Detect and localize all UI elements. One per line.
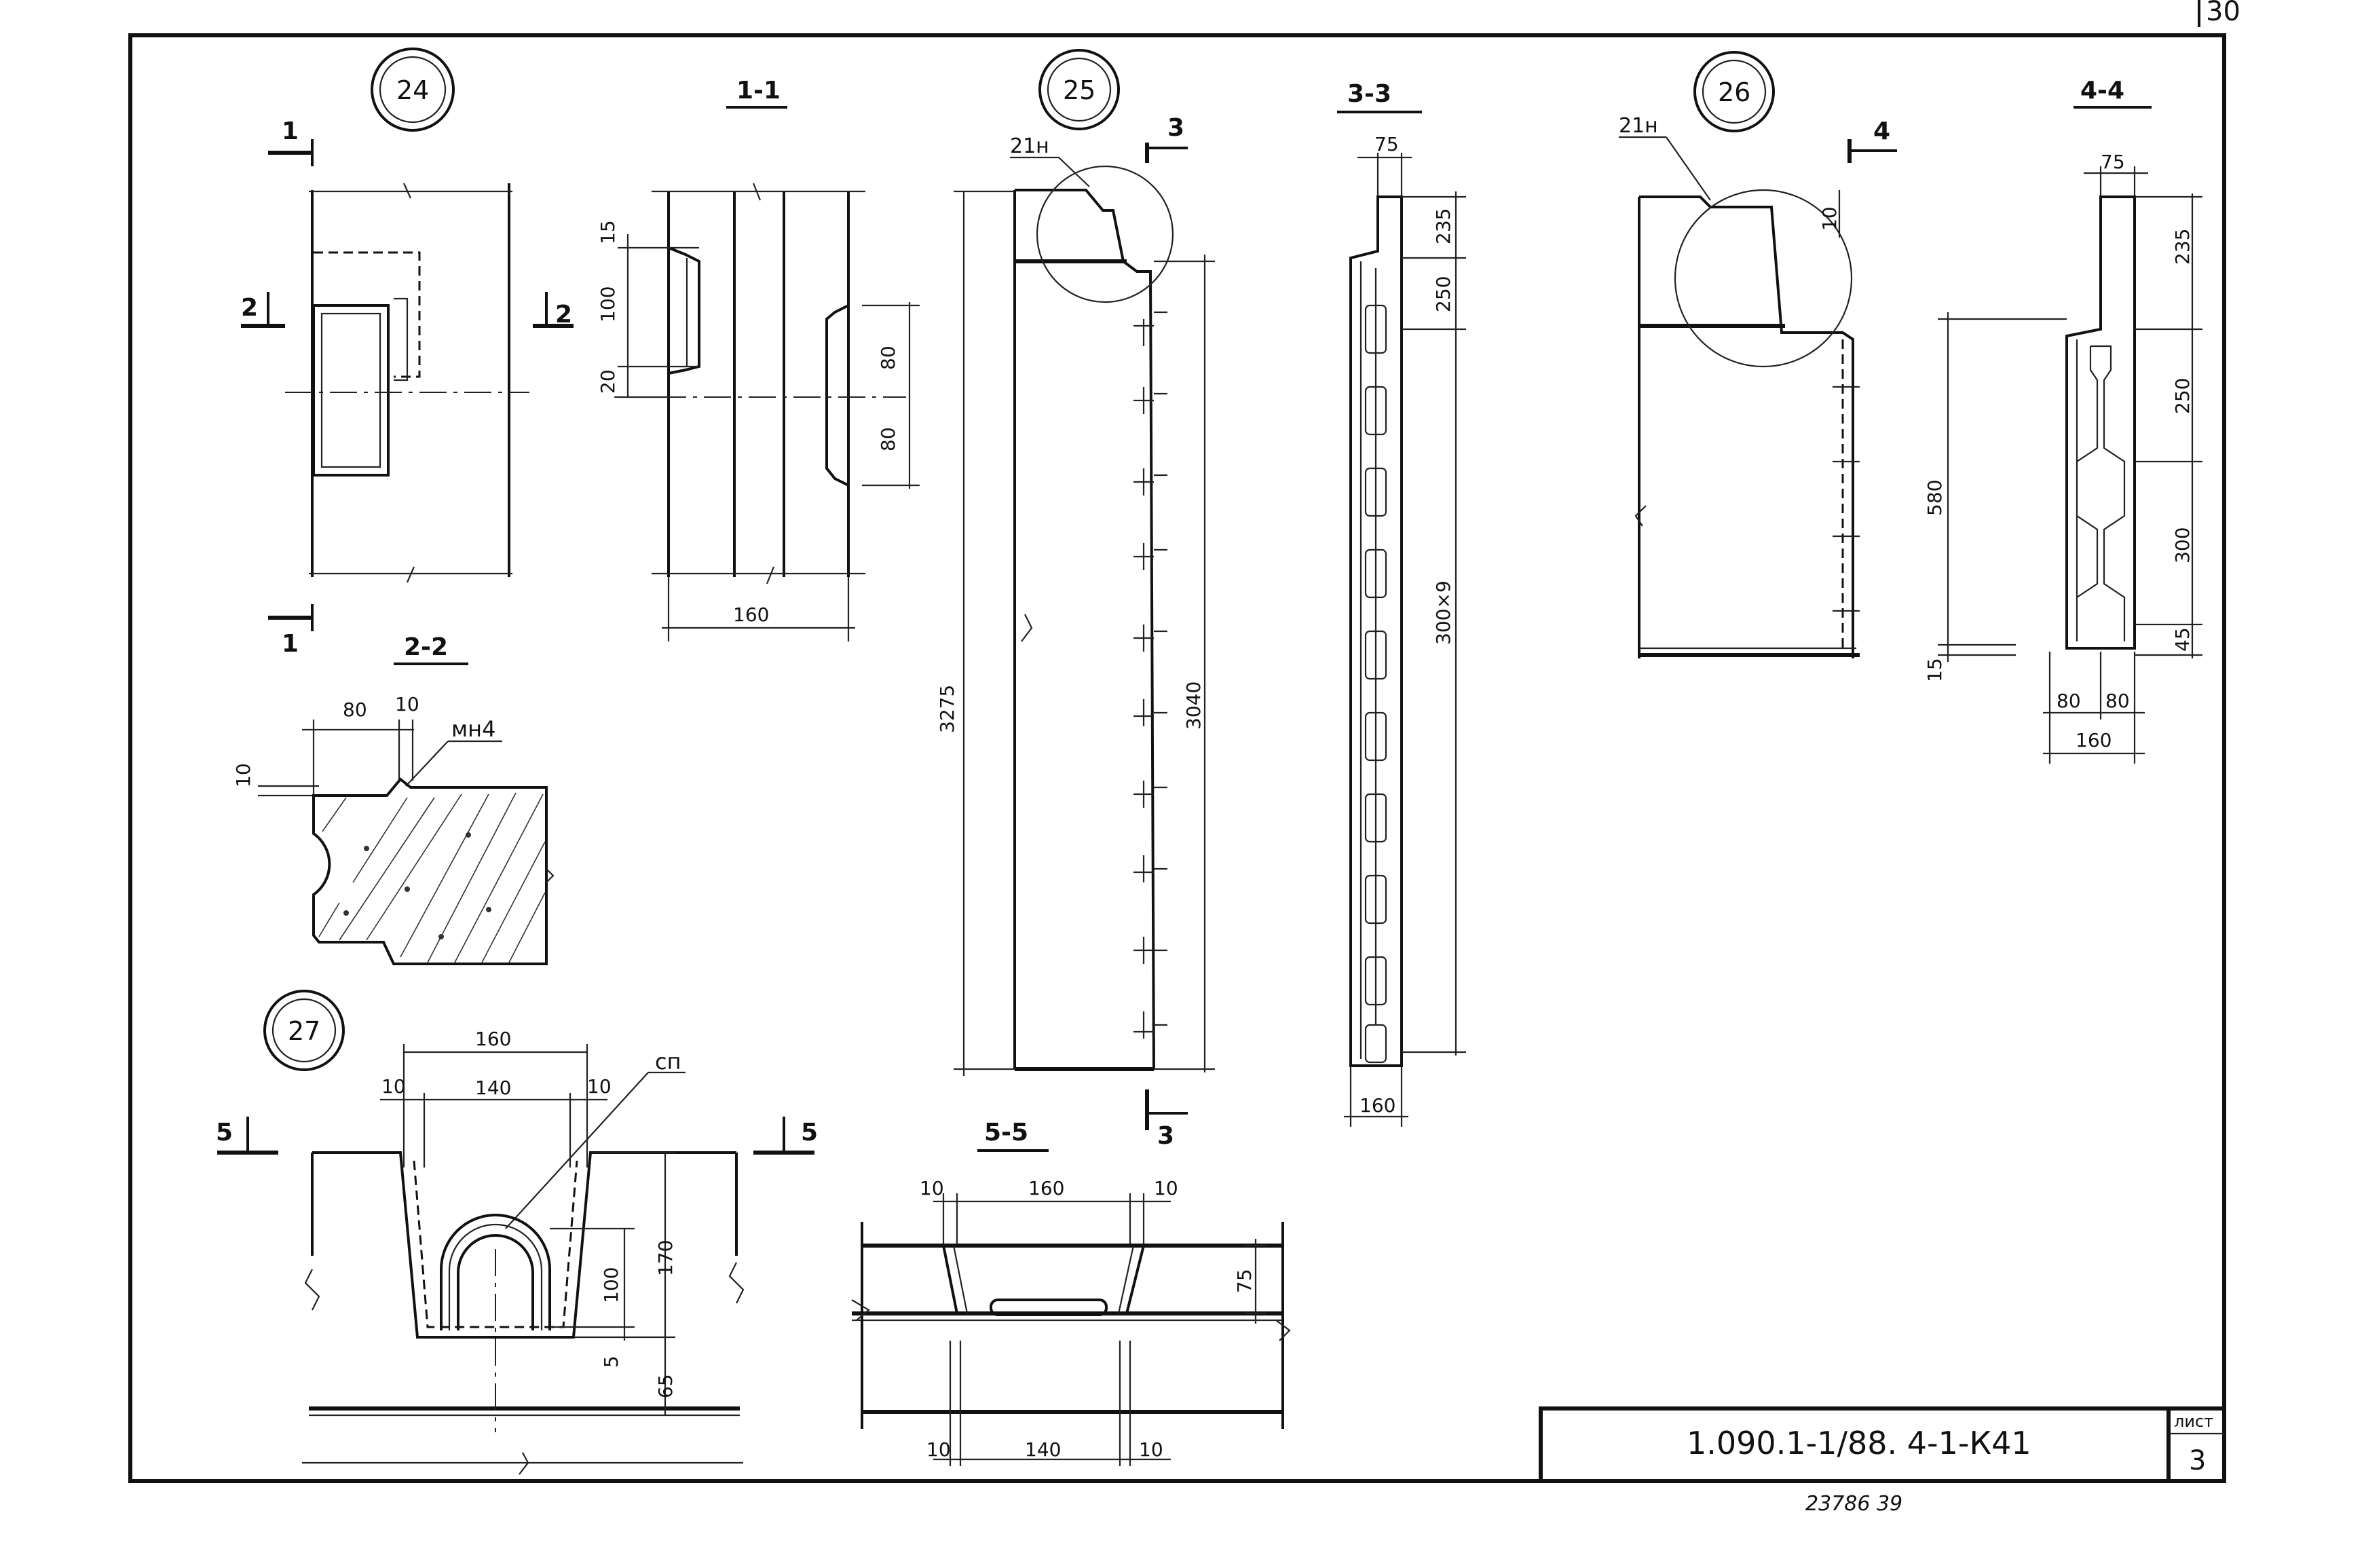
s33-dim-250: 250 xyxy=(1432,276,1455,312)
s44-dim-160: 160 xyxy=(2076,729,2112,751)
s55-dim-75: 75 xyxy=(1233,1269,1256,1293)
d27-dim-10b: 10 xyxy=(587,1075,612,1098)
d25-dim-3275: 3275 xyxy=(936,685,958,733)
s11-dim-80b: 80 xyxy=(877,427,899,451)
d25-stud-column xyxy=(1133,311,1167,1039)
d27-dim-170: 170 xyxy=(654,1240,677,1276)
s55-dim-10a: 10 xyxy=(920,1177,944,1199)
d27-dim-100: 100 xyxy=(600,1267,622,1303)
s44-dim-45: 45 xyxy=(2171,627,2194,652)
d25-section-3-top: 3 xyxy=(1167,114,1184,142)
s11-dim-80a: 80 xyxy=(877,346,899,370)
d24-section-1-top: 1 xyxy=(282,117,299,145)
s44-dim-80a: 80 xyxy=(2057,690,2081,712)
d25-section-3-bottom: 3 xyxy=(1157,1122,1174,1150)
d24-section-1-bottom: 1 xyxy=(282,630,299,658)
s33-dim-160: 160 xyxy=(1359,1094,1395,1117)
detail-27-marker: 27 xyxy=(288,1016,320,1046)
s55-title: 5-5 xyxy=(984,1119,1028,1146)
detail-24-marker: 24 xyxy=(396,75,429,105)
d26-dim-10: 10 xyxy=(1818,206,1841,231)
detail-26: 26 21н 4 10 xyxy=(1619,51,1897,658)
s22-dim-80: 80 xyxy=(343,698,367,721)
s33-dim-235: 235 xyxy=(1432,208,1455,244)
detail-24: 24 1 1 2 2 xyxy=(241,48,574,658)
d27-dim-160: 160 xyxy=(475,1028,511,1050)
sheet-label: лист xyxy=(2174,1412,2213,1431)
s11-dim-15: 15 xyxy=(597,220,619,244)
s11-title: 1-1 xyxy=(736,77,781,105)
d27-dim-10a: 10 xyxy=(381,1075,406,1098)
s11-dim-20: 20 xyxy=(597,369,619,394)
s55-dim-140: 140 xyxy=(1025,1438,1061,1461)
section-2-2: 2-2 80 10 10 мн4 xyxy=(232,633,555,965)
s44-dim-580: 580 xyxy=(1924,480,1946,516)
s33-bolt-chain xyxy=(1364,268,1387,1064)
d26-section-4: 4 xyxy=(1873,117,1890,145)
s55-dim-10d: 10 xyxy=(1139,1438,1163,1461)
page-number: 30 xyxy=(2206,0,2240,27)
sheet-number: 3 xyxy=(2189,1445,2206,1476)
d27-dim-65: 65 xyxy=(654,1374,677,1398)
d27-section-5-left: 5 xyxy=(216,1119,233,1146)
title-block: 1.090.1-1/88. 4-1-К41 лист 3 xyxy=(1539,1406,2226,1483)
s44-dim-80b: 80 xyxy=(2105,690,2130,712)
section-3-3: 3-3 75 235 250 300×9 xyxy=(1337,80,1466,1127)
s22-dim-10b: 10 xyxy=(232,763,255,787)
section-4-4: 4-4 75 235 250 300 45 580 15 80 80 xyxy=(1924,77,2202,764)
s22-title: 2-2 xyxy=(404,633,448,661)
d27-label-sp: сп xyxy=(655,1049,681,1075)
d25-label-21n: 21н xyxy=(1010,134,1049,158)
drawing-code: 1.090.1-1/88. 4-1-К41 xyxy=(1687,1425,2031,1461)
d26-label-21n: 21н xyxy=(1619,114,1658,138)
s55-dim-10b: 10 xyxy=(1154,1177,1178,1199)
detail-25: 25 21н 3 3 3275 3040 xyxy=(936,49,1215,1150)
s44-title: 4-4 xyxy=(2080,77,2124,105)
d27-dim-140: 140 xyxy=(475,1077,511,1099)
s44-dim-235: 235 xyxy=(2171,229,2194,265)
d27-section-5-right: 5 xyxy=(801,1119,818,1146)
s22-dim-10a: 10 xyxy=(395,693,419,715)
s44-dim-75: 75 xyxy=(2101,151,2125,173)
detail-25-marker: 25 xyxy=(1063,75,1095,105)
d24-section-2-left: 2 xyxy=(241,294,258,322)
s11-dim-100: 100 xyxy=(597,286,619,322)
detail-27: 27 5 5 160 140 10 10 сп xyxy=(216,990,818,1475)
s33-title: 3-3 xyxy=(1347,80,1391,108)
s11-dim-160: 160 xyxy=(733,603,769,626)
s33-dim-75: 75 xyxy=(1374,133,1399,155)
footer-note: 23786 39 xyxy=(1805,1492,1902,1516)
s44-dim-300: 300 xyxy=(2171,527,2194,563)
s22-weld-label: мн4 xyxy=(451,716,495,742)
sheet-frame xyxy=(128,33,2226,1483)
s44-dim-15: 15 xyxy=(1924,658,1946,682)
d27-dim-5: 5 xyxy=(600,1356,622,1368)
s33-dim-300x9: 300×9 xyxy=(1432,580,1455,645)
s55-dim-160: 160 xyxy=(1028,1177,1064,1199)
d25-dim-3040: 3040 xyxy=(1182,682,1205,730)
s44-dim-250: 250 xyxy=(2171,378,2194,414)
section-1-1: 1-1 15 100 20 80 80 160 xyxy=(597,77,920,641)
section-5-5: 5-5 10 160 10 75 10 140 10 xyxy=(851,1119,1291,1466)
s55-dim-10c: 10 xyxy=(926,1438,951,1461)
detail-26-marker: 26 xyxy=(1718,77,1750,107)
